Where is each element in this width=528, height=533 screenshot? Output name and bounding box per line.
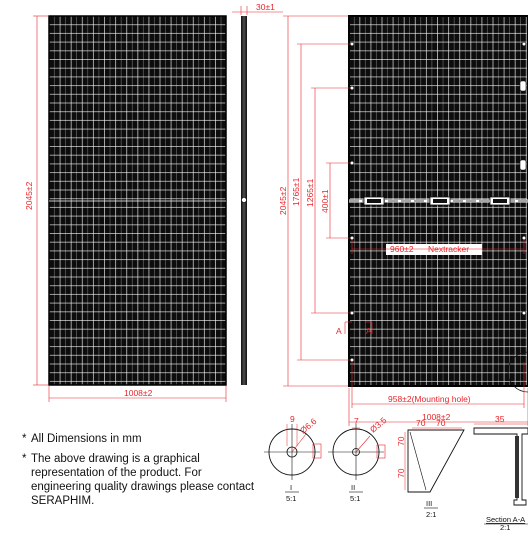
detail-iii-dim-side-a: 70: [396, 436, 406, 446]
back-height-dimension: [283, 15, 348, 387]
notes-block: * All Dimensions in mm * The above drawi…: [22, 432, 257, 514]
nextracker-dimension: [351, 240, 525, 255]
section-label: Section A-A: [486, 515, 525, 524]
section-a-marks: [344, 321, 373, 334]
note-text: The above drawing is a graphical represe…: [31, 453, 255, 507]
detail-iii-dim-top-b: 70: [436, 418, 446, 428]
detail-ii-dim-2: Ø3.5: [368, 415, 389, 435]
detail-iii-scale: 2:1: [426, 510, 436, 519]
section-a-a-profile: [473, 423, 528, 525]
frame-thickness-dimension: [232, 6, 283, 15]
front-height-label: 2045±2: [24, 181, 34, 210]
note-bullet: *: [22, 453, 27, 465]
detail-iii: [404, 427, 465, 509]
detail-ii-dim-1: 7: [354, 416, 359, 426]
detail-ii-scale: 5:1: [350, 494, 360, 503]
mounting-hole-dimension: [351, 362, 525, 408]
section-mark-left: A: [336, 326, 342, 336]
back-width-dimension: [348, 388, 528, 426]
front-height-dimension: [33, 15, 48, 386]
dim-400: [326, 162, 350, 239]
dim-1765-label: 1765±1: [291, 177, 301, 206]
nextracker-spacing-label: 960±2: [390, 244, 414, 254]
back-height-label: 2045±2: [278, 186, 288, 215]
note-bullet: *: [22, 433, 27, 445]
note-disclaimer: * The above drawing is a graphical repre…: [22, 452, 257, 508]
ground-holes: [519, 80, 527, 171]
dim-1265-label: 1265±1: [305, 178, 315, 207]
detail-callout-circle: [507, 351, 528, 393]
front-width-dimension: [48, 386, 227, 402]
detail-iii-dim-top-a: 70: [416, 418, 426, 428]
section-mark-right: A: [366, 326, 372, 336]
mounting-rail: [349, 196, 528, 206]
note-dimensions: * All Dimensions in mm: [22, 432, 257, 446]
detail-iii-dim-side-b: 70: [396, 468, 406, 478]
section-dim-top: 35: [495, 414, 505, 424]
front-view-panel: [48, 15, 227, 386]
section-scale: 2:1: [500, 523, 510, 532]
dim-400-label: 400±1: [320, 189, 330, 213]
mounting-hole-label: 958±2(Mounting hole): [388, 394, 471, 404]
detail-i: [264, 424, 322, 493]
detail-i-roman: I: [290, 483, 292, 492]
detail-i-dim-1: 9: [290, 414, 295, 424]
dim-1265: [311, 87, 350, 314]
detail-ii: [328, 424, 386, 493]
dim-1765: [297, 43, 350, 361]
side-profile-frame: [241, 16, 247, 385]
detail-ii-roman: II: [351, 483, 355, 492]
back-width-label: 1008±2: [422, 412, 451, 422]
detail-i-dim-2: Ø6.6: [298, 416, 319, 436]
detail-i-scale: 5:1: [286, 494, 296, 503]
front-width-label: 1008±2: [124, 388, 153, 398]
detail-iii-roman: III: [426, 499, 432, 508]
note-text: All Dimensions in mm: [31, 433, 142, 445]
nextracker-label: Nextracker: [428, 244, 469, 254]
frame-thickness-label: 30±1: [256, 2, 275, 12]
